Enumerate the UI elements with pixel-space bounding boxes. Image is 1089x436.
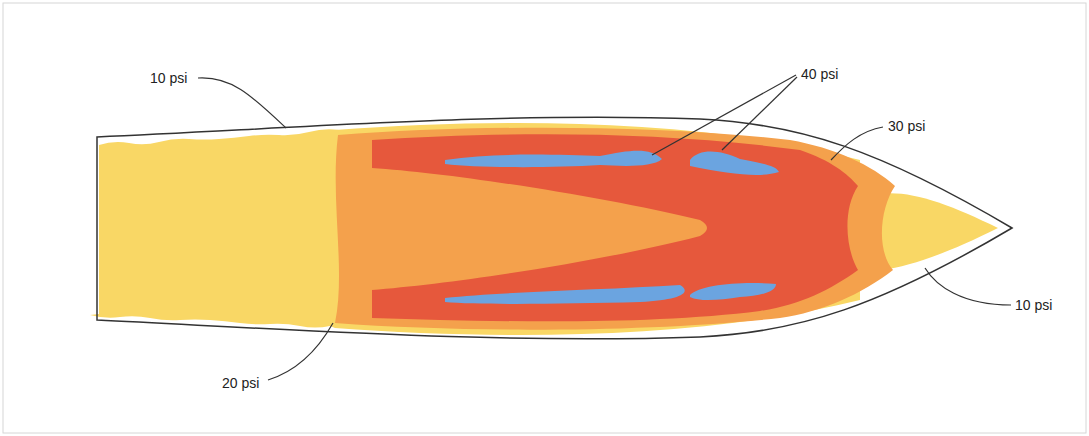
leader-line (268, 323, 333, 380)
leader-line (722, 77, 797, 150)
pressure-zone-40 (445, 151, 662, 167)
pressure-zone-40 (445, 285, 685, 304)
pressure-label: 10 psi (150, 70, 187, 86)
frame (3, 3, 1086, 433)
pressure-label: 40 psi (801, 66, 838, 82)
pressure-zone-40 (690, 283, 776, 300)
nose-zone-10 (868, 193, 998, 270)
pressure-label: 30 psi (888, 118, 925, 134)
leader-line (831, 127, 883, 160)
leader-line (652, 75, 796, 155)
leader-line (925, 268, 1011, 305)
projectile-outline (97, 117, 1012, 339)
pressure-zone-30 (372, 134, 858, 321)
pressure-zone-40 (690, 152, 779, 175)
pressure-label: 20 psi (222, 375, 259, 391)
pressure-label: 10 psi (1015, 297, 1052, 313)
pressure-zone-20 (335, 128, 895, 330)
leader-line (198, 78, 286, 128)
